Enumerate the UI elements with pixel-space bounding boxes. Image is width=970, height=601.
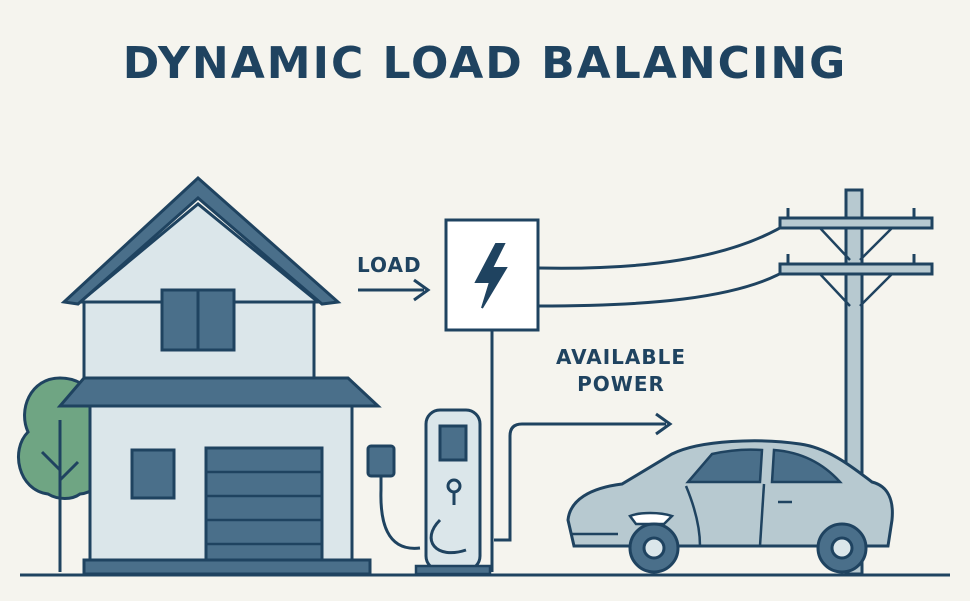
lightning-bolt-icon [474, 243, 508, 309]
power-lines [537, 220, 791, 308]
available-power-label: AVAILABLE POWER [546, 344, 696, 398]
available-power-arrow [494, 412, 673, 542]
wall-outlet-icon [366, 444, 421, 550]
available-power-label-line1: AVAILABLE [555, 345, 687, 369]
diagram-title: DYNAMIC LOAD BALANCING [122, 38, 848, 89]
load-arrow [358, 278, 431, 302]
available-power-label-line2: POWER [577, 372, 665, 396]
load-controller [444, 218, 540, 572]
house-icon [56, 175, 382, 576]
charging-station-icon [414, 408, 492, 576]
car-icon [566, 439, 894, 574]
load-label: LOAD [357, 253, 422, 277]
